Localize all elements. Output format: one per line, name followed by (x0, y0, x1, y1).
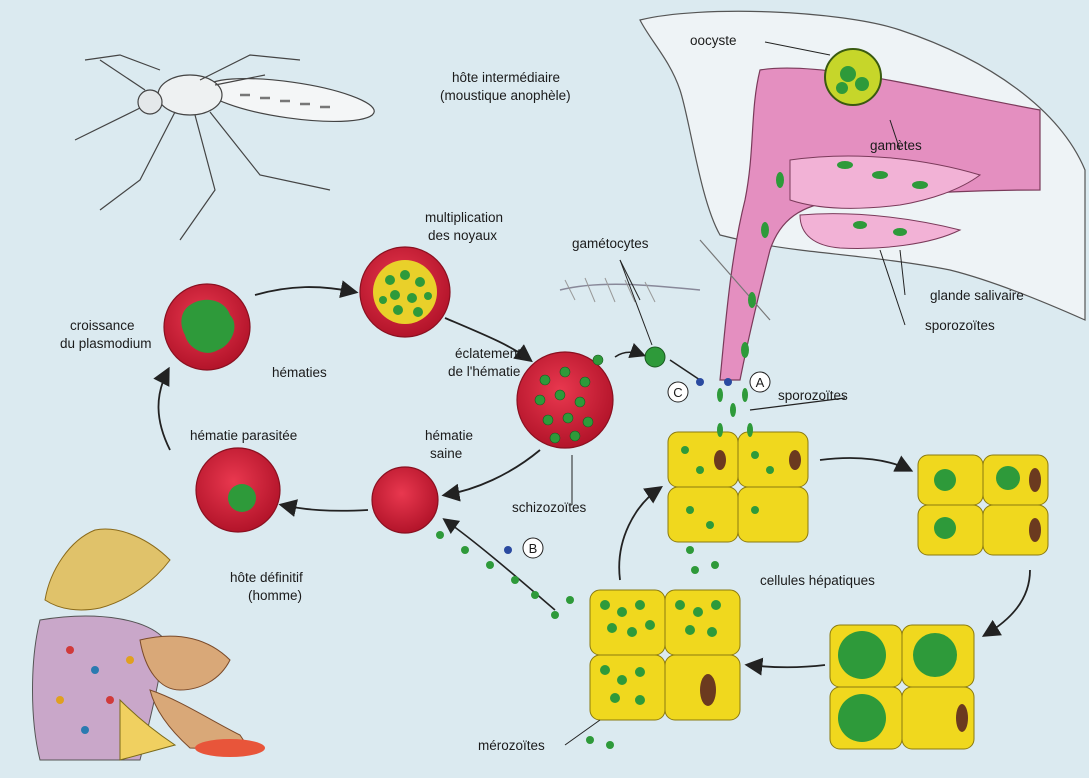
svg-text:A: A (756, 375, 765, 390)
label-croissance: croissance (70, 318, 135, 333)
label-merozoites: mérozoïtes (478, 738, 545, 753)
marker-c: C (668, 382, 688, 402)
label-sporozoites-mid: sporozoïtes (778, 388, 848, 403)
label-homme: (homme) (248, 588, 302, 603)
rbc-healthy (372, 467, 438, 533)
svg-text:B: B (529, 541, 538, 556)
label-cellules-hepatiques: cellules hépatiques (760, 573, 875, 588)
label-glande-salivaire: glande salivaire (930, 288, 1024, 303)
label-hote-intermediaire: hôte intermédiaire (452, 70, 560, 85)
label-gametes: gamètes (870, 138, 922, 153)
label-du-plasmodium: du plasmodium (60, 336, 152, 351)
label-hematie-parasitee: hématie parasitée (190, 428, 297, 443)
marker-a: A (750, 372, 770, 392)
label-hematie: hématie (425, 428, 473, 443)
label-gametocytes: gamétocytes (572, 236, 649, 251)
label-moustique-anophele: (moustique anophèle) (440, 88, 571, 103)
rbc-bursting (517, 352, 613, 448)
svg-text:C: C (673, 385, 682, 400)
label-des-noyaux: des noyaux (428, 228, 497, 243)
label-saine: saine (430, 446, 462, 461)
gametocyte (645, 347, 665, 367)
label-schizozoites: schizozoïtes (512, 500, 587, 515)
label-sporozoites-top: sporozoïtes (925, 318, 995, 333)
label-multiplication: multiplication (425, 210, 503, 225)
label-hematies: hématies (272, 365, 327, 380)
label-hote-definitif: hôte définitif (230, 570, 303, 585)
label-oocyste: oocyste (690, 33, 737, 48)
label-eclatement: éclatement (455, 346, 521, 361)
marker-b: B (523, 538, 543, 558)
label-de-l-hematie: de l'hématie (448, 364, 520, 379)
